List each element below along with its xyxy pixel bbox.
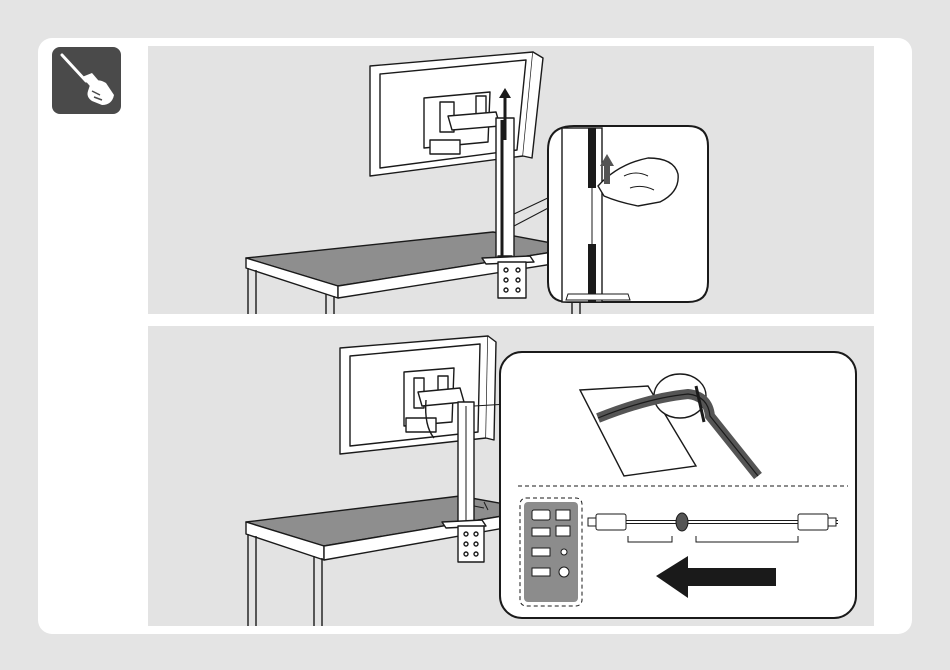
screwdriver-in-hand-icon [52, 47, 121, 114]
desk-clamp [482, 256, 534, 298]
step-2-panel [148, 326, 874, 626]
step-1-panel [148, 46, 874, 314]
monitor-arm [448, 112, 500, 130]
port-panel [520, 498, 582, 606]
tool-badge [52, 47, 121, 114]
desk [246, 232, 580, 314]
desk [246, 496, 538, 626]
zoom-callout-column-cover [548, 126, 708, 302]
monitor-arm [418, 388, 464, 406]
monitor [370, 52, 543, 176]
zoom-callout-cable-routing [500, 352, 856, 618]
desk-clamp [442, 520, 486, 562]
